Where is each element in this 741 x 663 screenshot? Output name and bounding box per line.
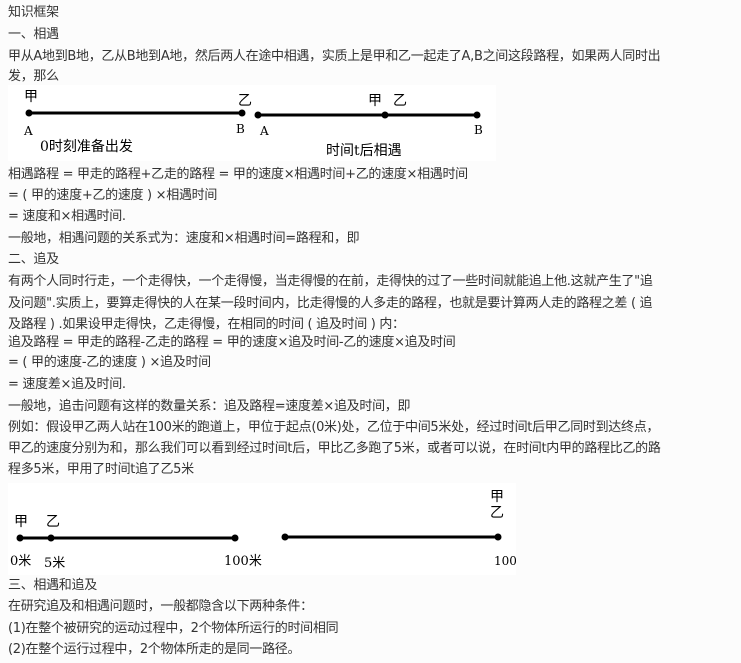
label-a2: A: [259, 124, 269, 138]
point-100: [231, 534, 239, 542]
condition-1: (1)在整个被研究的运动过程中，2个物体所运行的时间相同: [8, 621, 339, 636]
chase-relation: 一般地，追击问题有这样的数量关系：追及路程=速度差×追及时间，即: [8, 399, 411, 414]
label-100m: 100米: [224, 554, 262, 569]
meet-formula-1: 相遇路程 = 甲走的路程+乙走的路程 = 甲的速度×相遇时间+乙的速度×相遇时间: [8, 167, 468, 182]
section1-intro: 甲从A地到B地，乙从B地到A地，然后两人在途中相遇，实质上是甲和乙一起走了A,B…: [8, 49, 661, 64]
point-5: [47, 534, 55, 542]
chase-diagram: 甲 乙 0米 5米 100米 甲 乙 100: [8, 483, 517, 575]
condition-2: (2)在整个运行过程中，2个物体所走的是同一路径。: [8, 642, 301, 657]
label-a: A: [23, 124, 33, 138]
chase-para-1: 有两个人同时行走，一个走得快，一个走得慢，当走得慢的在前，走得快的过了一些时间就…: [8, 274, 653, 289]
point-end2: [494, 533, 502, 541]
meet-relation: 一般地，相遇问题的关系式为：速度和×相遇时间=路程和，即: [8, 231, 360, 246]
point-b: [238, 109, 246, 117]
label-jia: 甲: [14, 514, 28, 530]
meet-formula-2: = ( 甲的速度+乙的速度 ) ×相遇时间: [8, 188, 218, 203]
section3-para: 在研究追及和相遇问题时，一般都隐含以下两种条件：: [8, 599, 313, 614]
label-jia: 甲: [24, 89, 38, 105]
point-start2: [281, 533, 289, 541]
point-a: [25, 109, 33, 117]
meeting-diagram: 甲 乙 A B 0时刻准备出发 甲 乙 A B 时间t后相遇: [8, 85, 496, 161]
label-b: B: [236, 122, 245, 136]
section3-heading: 三、相遇和追及: [8, 578, 97, 593]
section2-heading: 二、追及: [8, 252, 59, 267]
caption-start: 0时刻准备出发: [40, 138, 133, 155]
example-1: 例如：假设甲乙两人站在100米的跑道上，甲位于起点(0米)处，乙位于中间5米处，…: [8, 420, 660, 435]
label-jia2: 甲: [368, 93, 382, 109]
point-meet: [381, 111, 389, 119]
example-3: 程多5米，甲用了时间t追了乙5米: [8, 462, 194, 477]
point-b2: [473, 111, 481, 119]
section1-heading: 一、相遇: [8, 27, 59, 42]
meet-formula-3: = 速度和×相遇时间.: [8, 209, 126, 224]
label-yi: 乙: [46, 514, 60, 530]
label-0m: 0米: [10, 554, 31, 569]
label-yi2: 乙: [393, 93, 407, 109]
label-yi: 乙: [238, 93, 252, 109]
label-100: 100: [494, 554, 516, 568]
label-b2: B: [474, 123, 483, 137]
doc-title: 知识框架: [8, 5, 59, 20]
example-2: 甲乙的速度分别为和，那么我们可以看到经过时间t后，甲比乙多跑了5米，或者可以说，…: [8, 441, 661, 456]
caption-meet: 时间t后相遇: [326, 143, 402, 159]
chase-formula-3: = 速度差×追及时间.: [8, 377, 126, 392]
label-yi2: 乙: [490, 505, 504, 521]
chase-formula-1: 追及路程 = 甲走的路程-乙走的路程 = 甲的速度×追及时间-乙的速度×追及时间: [8, 335, 456, 350]
chase-formula-2: = ( 甲的速度-乙的速度 ) ×追及时间: [8, 355, 211, 370]
point-a2: [254, 111, 262, 119]
label-jia2: 甲: [490, 489, 504, 505]
section1-intro-cont: 发，那么: [8, 69, 59, 84]
chase-para-2: 及问题".实质上，要算走得快的人在某一段时间内，比走得慢的人多走的路程，也就是要…: [8, 296, 653, 311]
chase-para-3: 及路程 ) .如果设甲走得快，乙走得慢，在相同的时间 ( 追及时间 ) 内：: [8, 317, 405, 332]
point-0: [16, 534, 24, 542]
label-5m: 5米: [44, 556, 65, 571]
